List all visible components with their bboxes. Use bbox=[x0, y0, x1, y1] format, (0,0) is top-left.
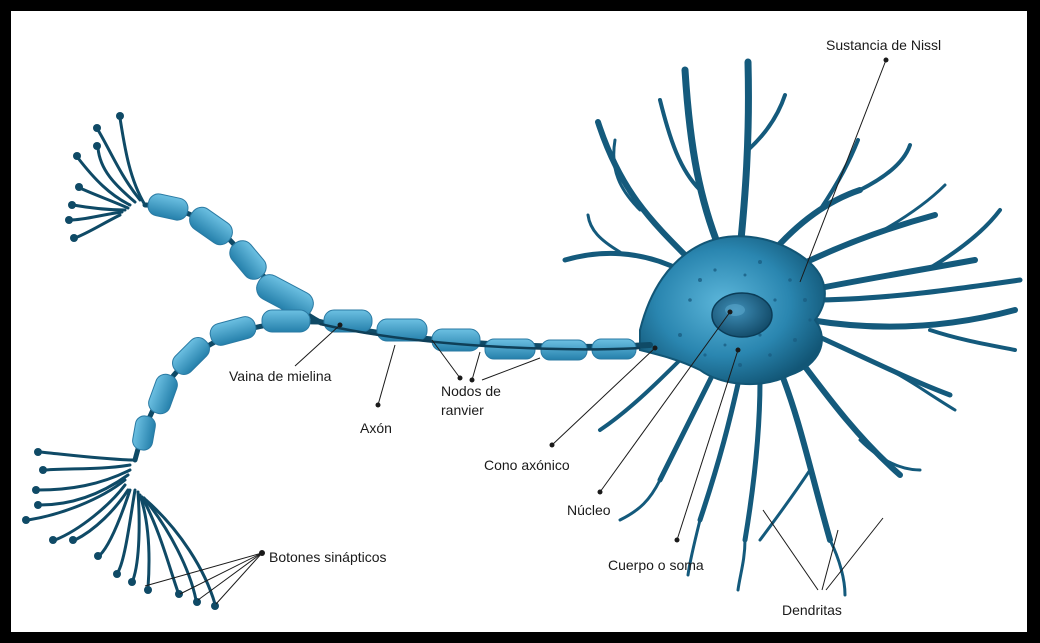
label-nissl: Sustancia de Nissl bbox=[826, 37, 941, 53]
nucleus bbox=[712, 293, 772, 337]
label-nucleus: Núcleo bbox=[567, 502, 611, 518]
myelin-sheaths bbox=[131, 192, 636, 451]
label-soma: Cuerpo o soma bbox=[608, 557, 704, 573]
label-myelin: Vaina de mielina bbox=[229, 368, 332, 384]
label-dendrites: Dendritas bbox=[782, 602, 842, 618]
label-axon-hillock: Cono axónico bbox=[484, 457, 570, 473]
label-axon: Axón bbox=[360, 420, 392, 436]
axon-terminals-upper bbox=[70, 118, 145, 238]
label-ranvier-line2: ranvier bbox=[441, 402, 484, 418]
label-ranvier-line1: Nodos de bbox=[441, 383, 501, 399]
label-synaptic-buttons: Botones sinápticos bbox=[269, 549, 387, 565]
synaptic-buttons-lower bbox=[22, 448, 219, 610]
axon-terminals-lower bbox=[28, 452, 215, 604]
